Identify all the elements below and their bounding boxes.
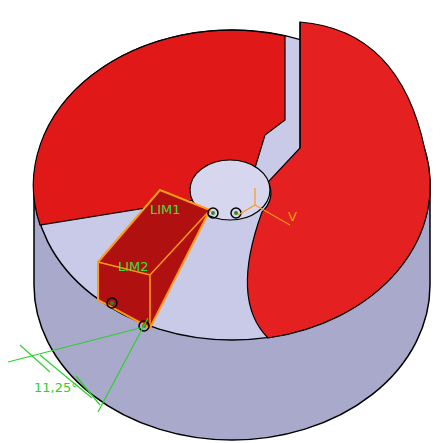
axis-system [238,188,290,225]
axis-label: V [288,210,297,223]
angle-dimension-text: 11,25° [34,381,78,394]
red-face-right [247,22,430,338]
angle-dimension [8,318,148,412]
limit-label: LIM2 [118,260,149,273]
limit-box [98,190,210,328]
limit-label: LIM1 [150,203,181,216]
axis-points [107,208,241,331]
